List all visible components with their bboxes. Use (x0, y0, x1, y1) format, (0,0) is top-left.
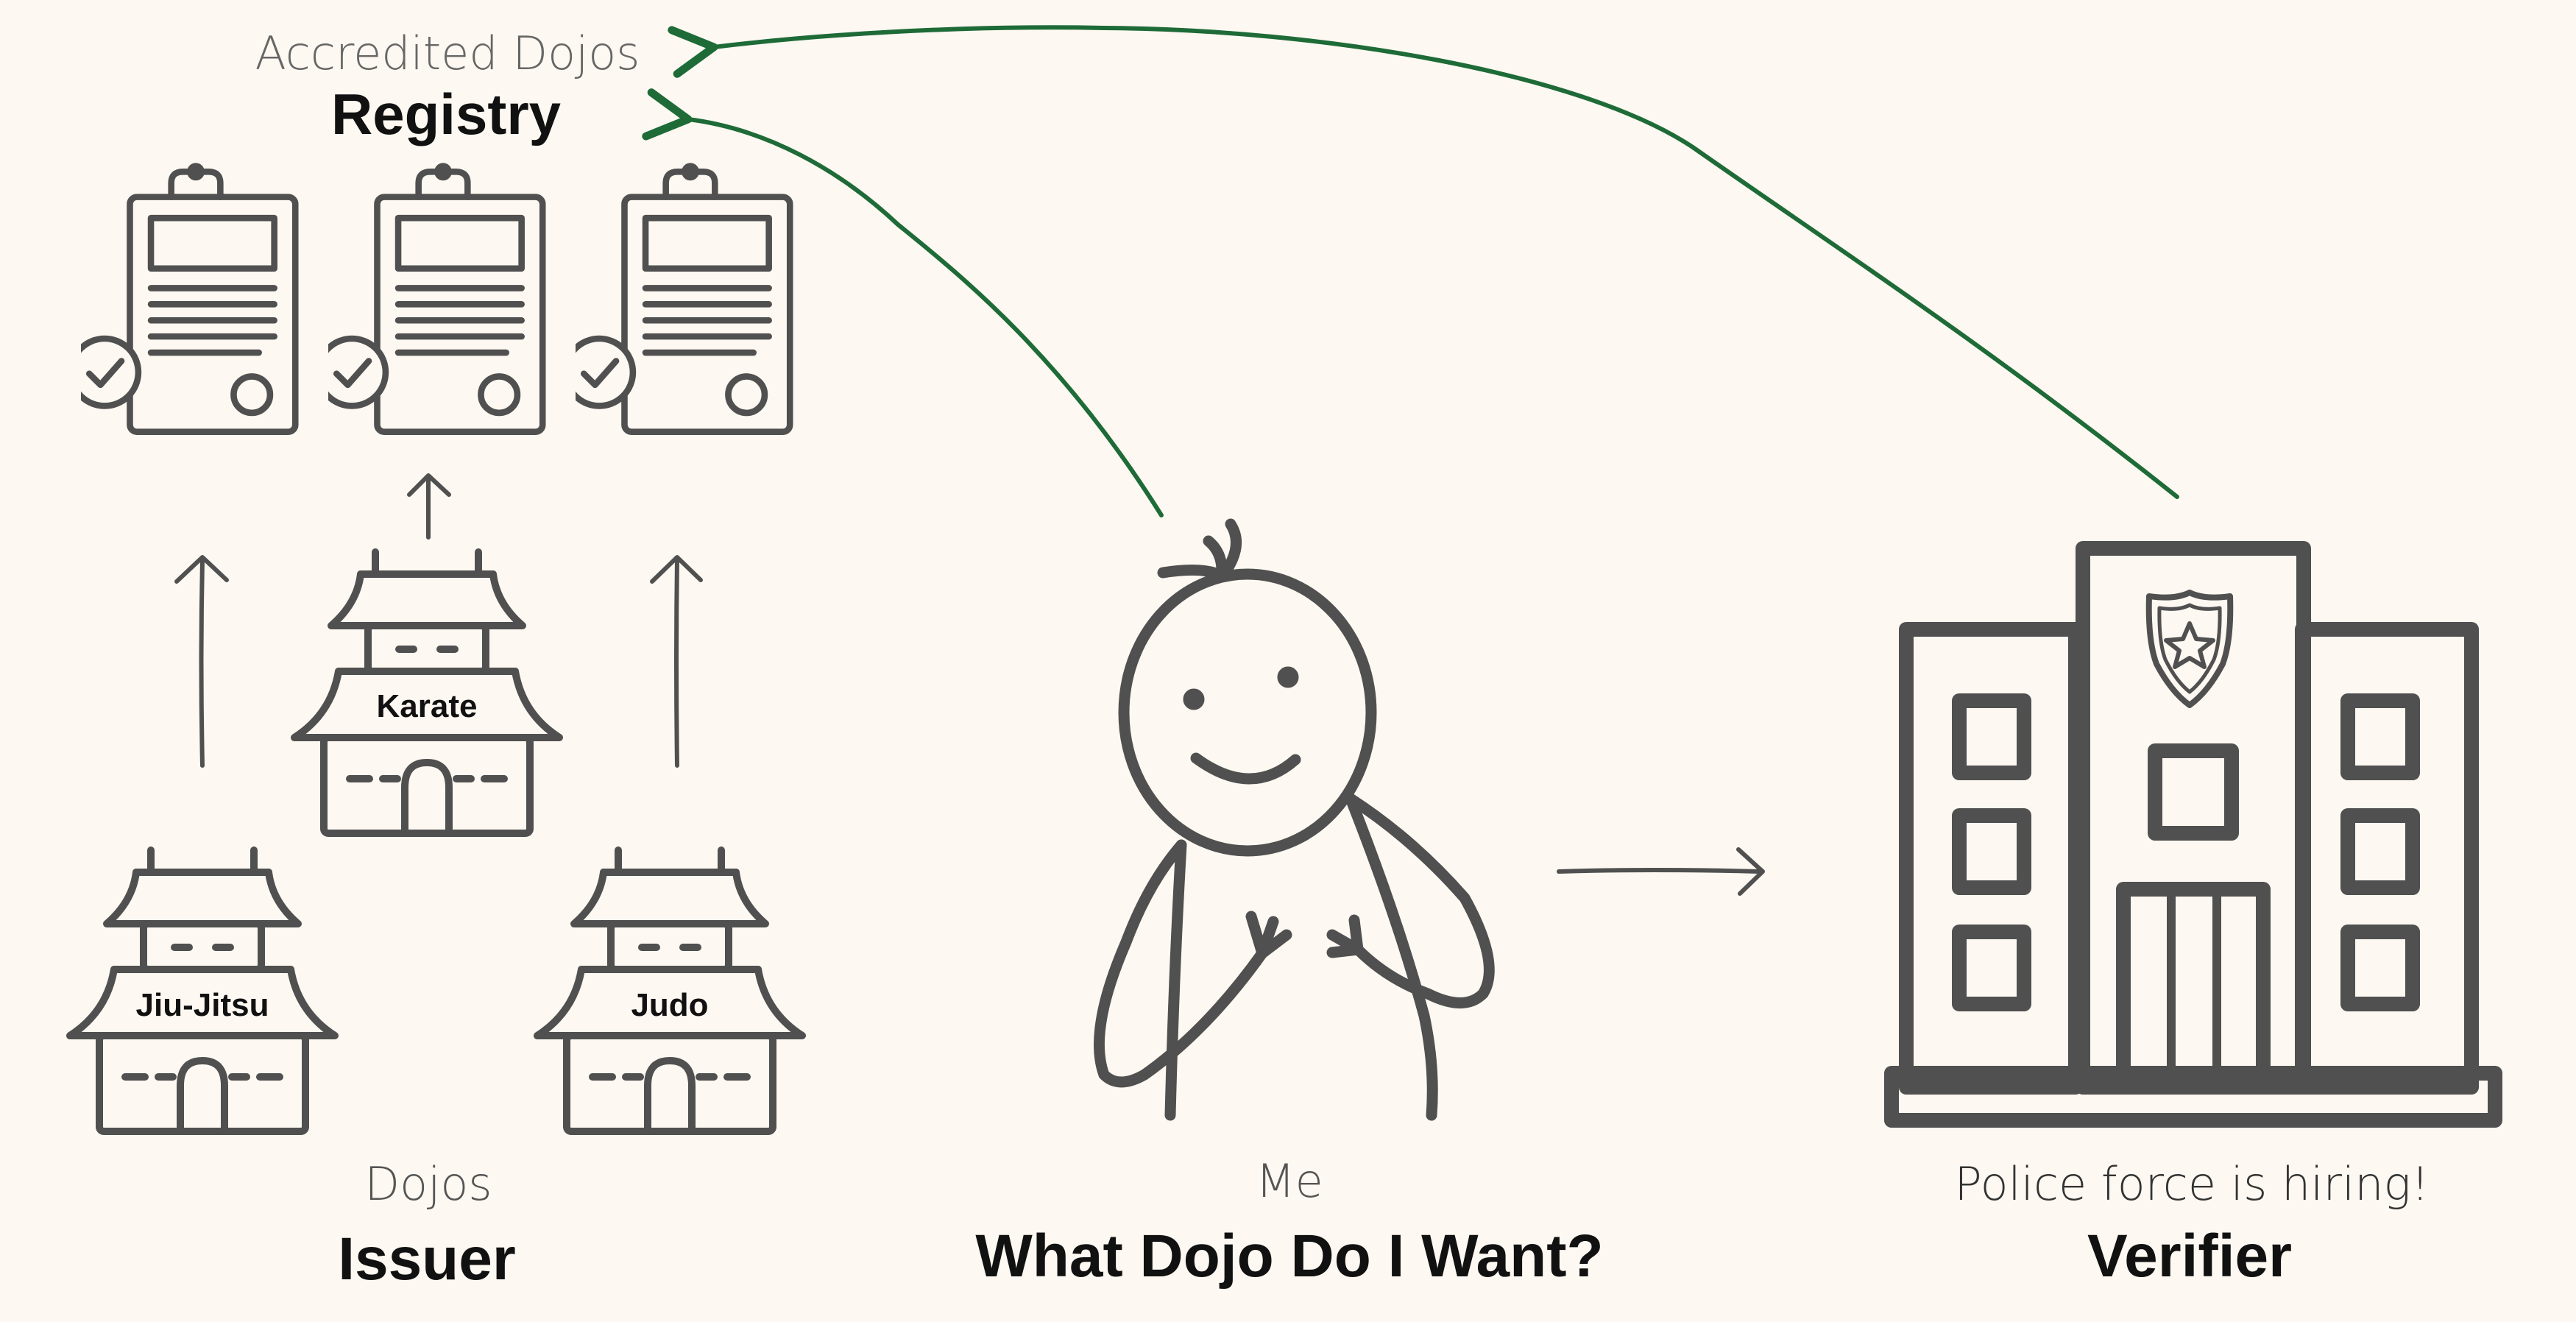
dojo-label: Jiu-Jitsu (136, 987, 269, 1023)
up-arrow-karate (407, 473, 451, 540)
lookup-arrows (642, 25, 2179, 517)
certificate-list (71, 166, 790, 432)
verifier-subtitle: Police force is hiring! (1954, 1157, 2429, 1211)
dojo-list: Karate Jiu-Jitsu Judo (70, 552, 802, 1131)
dojo-label: Judo (631, 987, 708, 1023)
verifier-to-registry-arrow (668, 25, 2179, 499)
certificate-check-icon (71, 166, 295, 432)
police-station-building-icon (1884, 541, 2502, 1128)
stick-figure-person-icon (1093, 518, 1495, 1121)
dojo-label: Karate (377, 688, 478, 724)
dojo-karate: Karate (294, 552, 559, 833)
certificate-check-icon (565, 166, 790, 432)
dojo-jiu-jitsu: Jiu-Jitsu (70, 850, 335, 1131)
issuer-subtitle: Dojos (364, 1157, 492, 1211)
holder-title: What Dojo Do I Want? (975, 1223, 1603, 1290)
issuer-caption: Dojos Issuer (338, 1157, 516, 1293)
registry-subtitle: Accredited Dojos (255, 26, 640, 80)
holder-caption: Me What Dojo Do I Want? (975, 1154, 1603, 1290)
verifier-caption: Police force is hiring! Verifier (1954, 1157, 2429, 1290)
holder-to-verifier-arrow (1557, 847, 1765, 896)
registry-header: Accredited Dojos Registry (255, 26, 640, 146)
registry-title: Registry (331, 82, 561, 146)
police-badge-star-icon (2145, 590, 2234, 708)
up-arrow-jiujitsu (174, 555, 229, 768)
holder-subtitle: Me (1256, 1154, 1323, 1208)
dojo-to-registry-arrows (174, 473, 703, 768)
dojo-judo: Judo (537, 850, 802, 1131)
verifier-title: Verifier (2087, 1223, 2292, 1290)
up-arrow-judo (650, 555, 703, 768)
holder-to-registry-arrow (642, 88, 1164, 517)
issuer-title: Issuer (338, 1226, 516, 1293)
certificate-check-icon (318, 166, 542, 432)
